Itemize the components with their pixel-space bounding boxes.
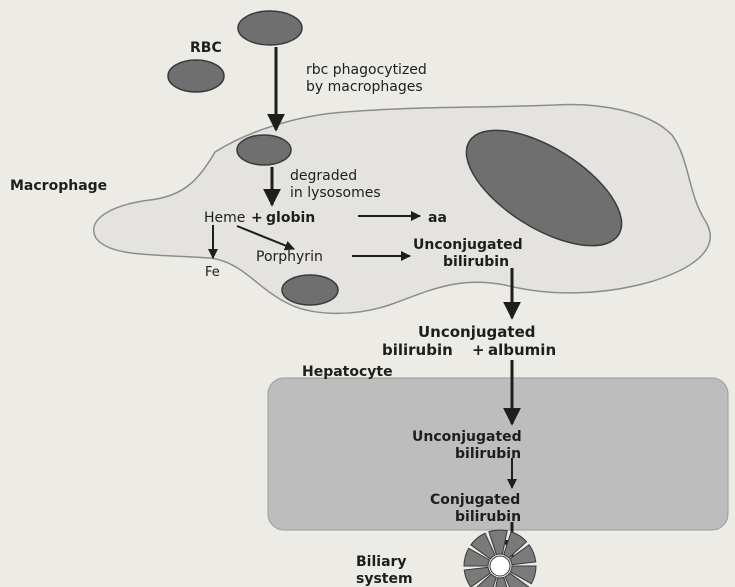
- phagocytized-label-2: by macrophages: [306, 79, 423, 95]
- plus-sign-1: +: [251, 210, 263, 226]
- rbc-top: [238, 11, 302, 45]
- unconjugated-hepatocyte-1: Unconjugated: [412, 429, 522, 445]
- albumin-label: albumin: [488, 341, 556, 359]
- degraded-label-2: in lysosomes: [290, 185, 381, 201]
- macrophage-label: Macrophage: [10, 178, 107, 194]
- lysosome-body: [282, 275, 338, 305]
- hepatocyte-label: Hepatocyte: [302, 364, 393, 380]
- unconjugated-macrophage-1: Unconjugated: [413, 237, 523, 253]
- unconjugated-hepatocyte-2: bilirubin: [455, 446, 521, 462]
- biliary-system-icon: [464, 530, 536, 587]
- unconjugated-blood-2: bilirubin: [382, 341, 453, 359]
- fe-label: Fe: [205, 265, 220, 280]
- biliary-label-2: system: [356, 571, 413, 587]
- globin-label: globin: [266, 210, 315, 226]
- degraded-label-1: degraded: [290, 168, 357, 184]
- heme-label: Heme: [204, 210, 245, 226]
- biliary-label-1: Biliary: [356, 554, 407, 570]
- rbc-phagocytized: [237, 135, 291, 165]
- conjugated-label-1: Conjugated: [430, 492, 520, 508]
- unconjugated-blood-1: Unconjugated: [418, 323, 536, 341]
- rbc-left: [168, 60, 224, 92]
- unconjugated-macrophage-2: bilirubin: [443, 254, 509, 270]
- phagocytized-label-1: rbc phagocytized: [306, 62, 427, 78]
- bile-canaliculus-lumen: [490, 556, 510, 576]
- plus-sign-2: +: [472, 341, 485, 359]
- conjugated-label-2: bilirubin: [455, 509, 521, 525]
- rbc-label: RBC: [190, 40, 222, 56]
- aa-label: aa: [428, 210, 447, 226]
- porphyrin-label: Porphyrin: [256, 249, 323, 265]
